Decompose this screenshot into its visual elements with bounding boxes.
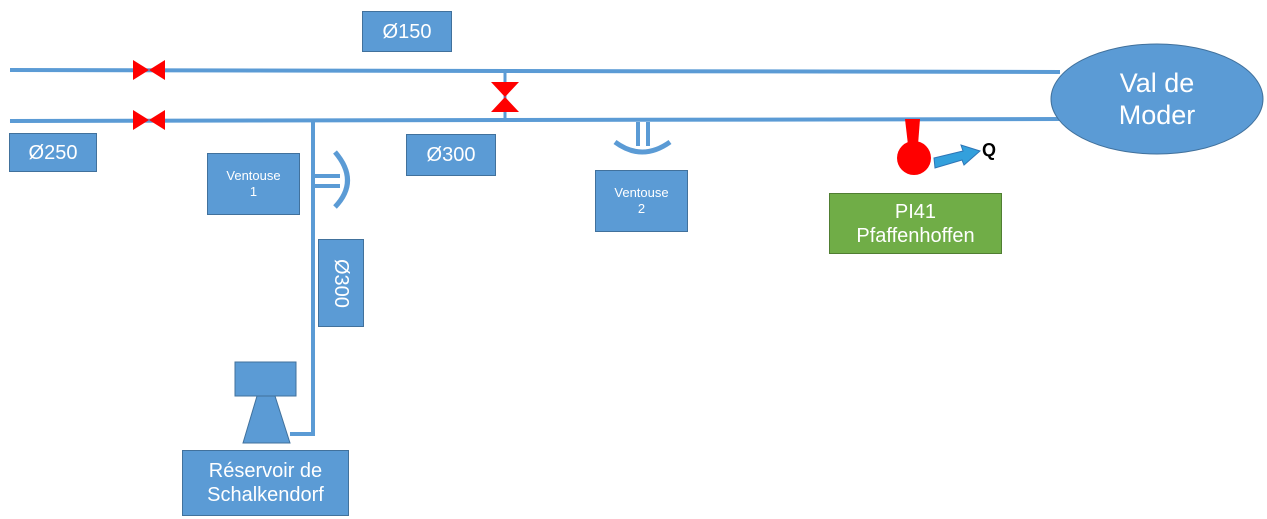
destination-label: Val de Moder: [1118, 67, 1196, 130]
pipe-250-label: Ø250: [9, 133, 97, 172]
flow-symbol: Q: [982, 140, 997, 160]
pipe-vertical-300: [290, 121, 315, 436]
flow-arrow-icon: [933, 144, 981, 169]
destination-node[interactable]: [1050, 43, 1264, 155]
pipe-300-vertical-label: Ø300: [318, 239, 364, 327]
ventouse-1-label: Ventouse 1: [207, 153, 300, 215]
air-valve-icon[interactable]: [315, 150, 350, 209]
valve-icon[interactable]: [491, 82, 519, 112]
pipe-150: [9, 68, 1061, 74]
station-label: PI41 Pfaffenhoffen: [829, 193, 1002, 254]
ventouse-2-label: Ventouse 2: [595, 170, 688, 232]
valve-icon[interactable]: [133, 60, 165, 80]
reservoir-label: Réservoir de Schalkendorf: [182, 450, 349, 516]
pipe-300-label: Ø300: [406, 134, 496, 176]
pipe-main-300: [9, 117, 1063, 123]
reservoir-icon[interactable]: [234, 361, 297, 444]
air-valve-icon[interactable]: [613, 122, 672, 155]
valve-icon[interactable]: [133, 110, 165, 130]
pipe-150-label: Ø150: [362, 11, 452, 52]
pump-icon[interactable]: [897, 119, 931, 175]
